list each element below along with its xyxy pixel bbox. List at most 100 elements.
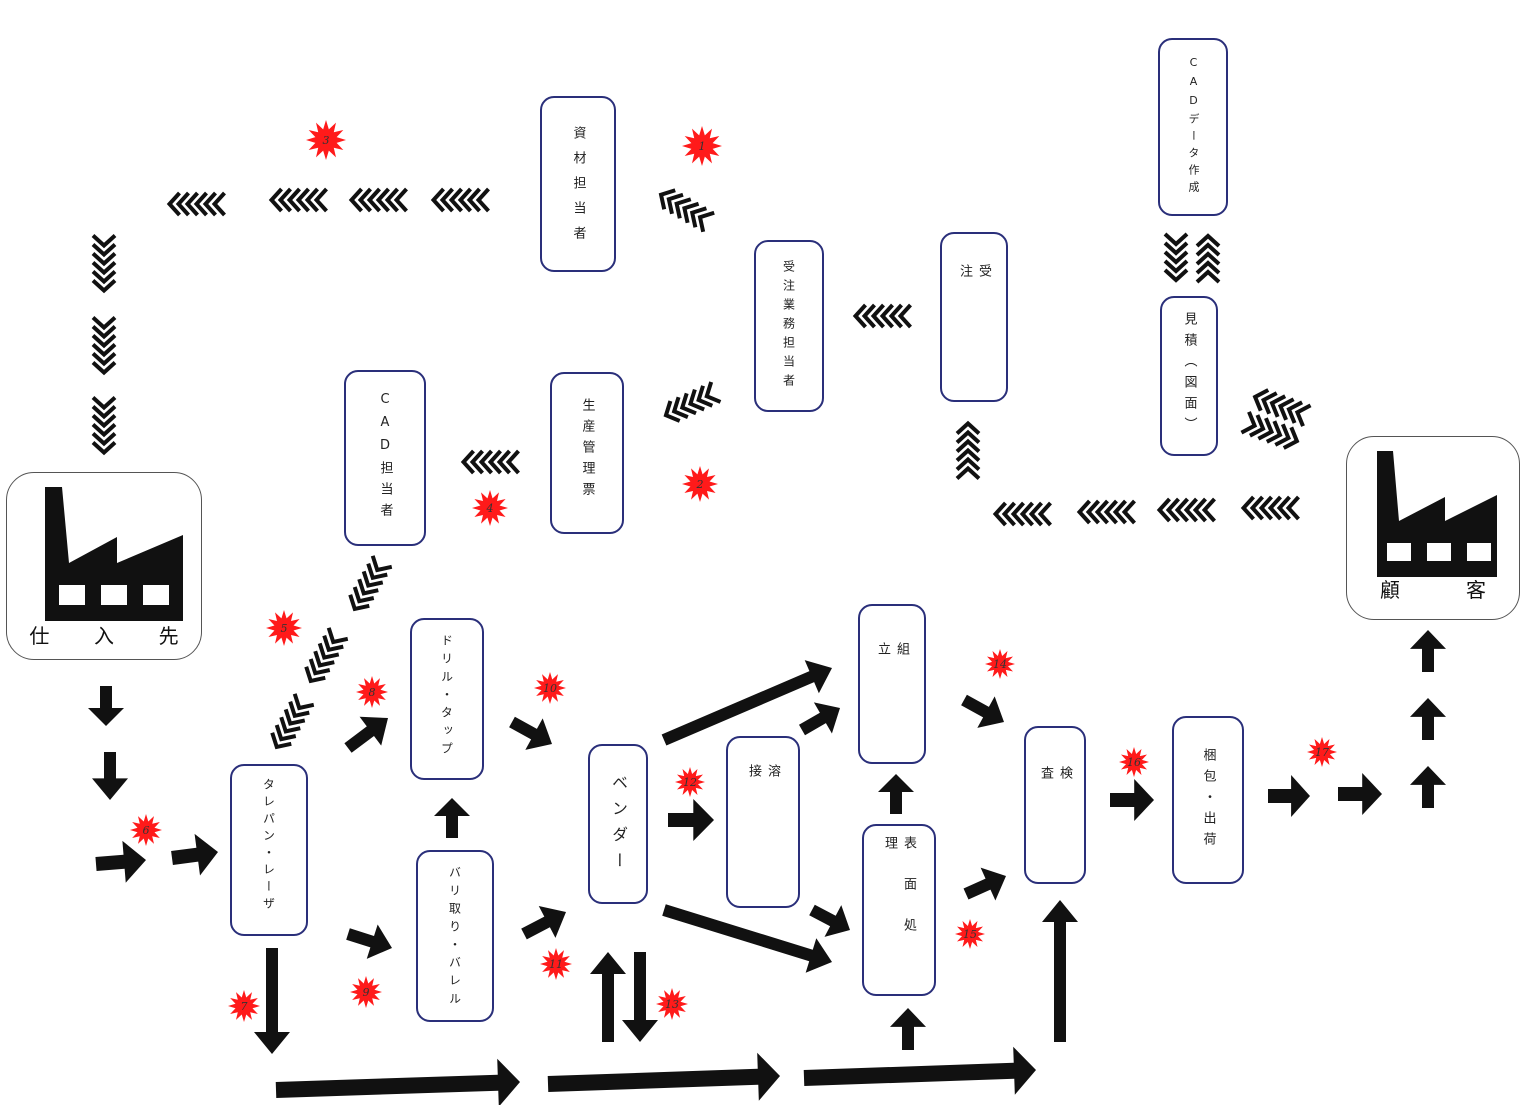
chevron-icon [1163, 259, 1189, 274]
chevron-arrow-icon [1163, 232, 1189, 283]
chevron-icon [1121, 499, 1136, 525]
flow-arrow [275, 1058, 520, 1105]
chevron-arrow-icon [663, 381, 722, 423]
problem-marker-icon [1119, 747, 1149, 777]
chevron-icon [1112, 499, 1127, 525]
chevron-icon [91, 270, 117, 285]
flow-arrow [346, 924, 392, 959]
chevron-icon [1286, 400, 1304, 424]
chevron-icon [861, 303, 876, 329]
chevron-arrow-icon [1076, 499, 1136, 525]
chevron-icon [457, 187, 472, 213]
chevron-icon [674, 197, 692, 219]
node-kensa: 検査 [1024, 726, 1086, 884]
problem-marker-label: 3 [323, 134, 330, 147]
problem-marker-label: 1 [699, 140, 706, 153]
chevron-icon [1183, 497, 1198, 523]
chevron-icon [295, 187, 310, 213]
node-turret-laser-label: タレパン・レーザ [261, 778, 276, 914]
chevron-arrow-icon [348, 555, 393, 612]
chevron-arrow-icon [460, 449, 520, 475]
chevron-icon [1195, 233, 1221, 248]
chevron-icon [496, 449, 511, 475]
chevron-icon [1240, 495, 1255, 521]
chevron-icon [992, 501, 1007, 527]
flow-arrow [92, 752, 128, 800]
chevron-icon [1201, 497, 1216, 523]
chevron-icon [166, 191, 181, 217]
chevron-icon [393, 187, 408, 213]
problem-marker-label: 7 [241, 1000, 248, 1013]
chevron-icon [1010, 501, 1025, 527]
chevron-icon [955, 420, 981, 435]
chevron-icon [304, 187, 319, 213]
chevron-icon [326, 627, 349, 645]
chevron-icon [211, 191, 226, 217]
flow-arrow [890, 1008, 926, 1050]
customer-label-char: 顧 [1380, 578, 1400, 602]
flow-arrow [1410, 698, 1446, 740]
problem-marker-icon [1307, 737, 1337, 767]
chevron-icon [384, 187, 399, 213]
flow-arrow [662, 904, 832, 973]
node-hyomen-shori: 表面処理 [862, 824, 936, 996]
node-cad-data-label: CADデータ作成 [1187, 56, 1200, 198]
chevron-icon [1094, 499, 1109, 525]
flow-arrow [878, 774, 914, 814]
problem-marker-icon [306, 120, 346, 160]
chevron-icon [955, 429, 981, 444]
chevron-icon [1277, 397, 1295, 421]
flow-arrow [547, 1052, 780, 1101]
chevron-icon [366, 187, 381, 213]
chevron-icon [1248, 414, 1266, 438]
chevron-icon [175, 191, 190, 217]
node-yosetsu-label: 溶 接 [746, 764, 780, 910]
chevron-icon [955, 447, 981, 462]
chevron-icon [448, 187, 463, 213]
chevron-icon [91, 343, 117, 358]
chevron-arrow-icon [955, 420, 981, 480]
chevron-icon [352, 586, 375, 604]
problem-marker-icon [955, 919, 985, 949]
factory-icon [45, 487, 183, 621]
chevron-icon [91, 432, 117, 447]
chevron-icon [193, 191, 208, 217]
supplier-label-char: 仕 [29, 624, 50, 648]
flow-arrow [88, 686, 124, 726]
chevron-icon [1269, 394, 1287, 418]
chevron-icon [277, 187, 292, 213]
chevron-icon [91, 405, 117, 420]
problem-marker-label: 11 [549, 958, 563, 971]
chevron-arrow-icon [91, 234, 117, 294]
chevron-icon [955, 438, 981, 453]
chevron-icon [1165, 497, 1180, 523]
node-juchu-gyomu: 受注業務担当者 [754, 240, 824, 412]
chevron-icon [1195, 242, 1221, 257]
chevron-icon [487, 449, 502, 475]
problem-marker-label: 16 [1127, 756, 1141, 769]
node-seisan-kanri-label: 生産管理票 [579, 398, 595, 503]
chevron-icon [1282, 426, 1300, 450]
chevron-arrow-icon [852, 303, 912, 329]
chevron-icon [91, 243, 117, 258]
chevron-icon [1195, 269, 1221, 284]
chevron-icon [91, 414, 117, 429]
chevron-icon [348, 187, 363, 213]
problem-marker-icon [130, 814, 162, 846]
flow-arrow [344, 716, 388, 753]
chevron-icon [1261, 391, 1278, 415]
flow-arrow [803, 1046, 1036, 1095]
flow-arrow [622, 952, 658, 1042]
chevron-icon [322, 635, 344, 653]
chevron-icon [1195, 251, 1221, 266]
chevron-icon [288, 701, 310, 719]
chevron-icon [313, 187, 328, 213]
flow-arrow [521, 905, 566, 940]
chevron-arrow-icon [91, 316, 117, 376]
chevron-icon [1103, 499, 1118, 525]
chevron-icon [1285, 495, 1300, 521]
chevron-icon [1037, 501, 1052, 527]
chevron-icon [91, 396, 117, 411]
chevron-icon [91, 261, 117, 276]
flow-arrow [254, 948, 290, 1054]
